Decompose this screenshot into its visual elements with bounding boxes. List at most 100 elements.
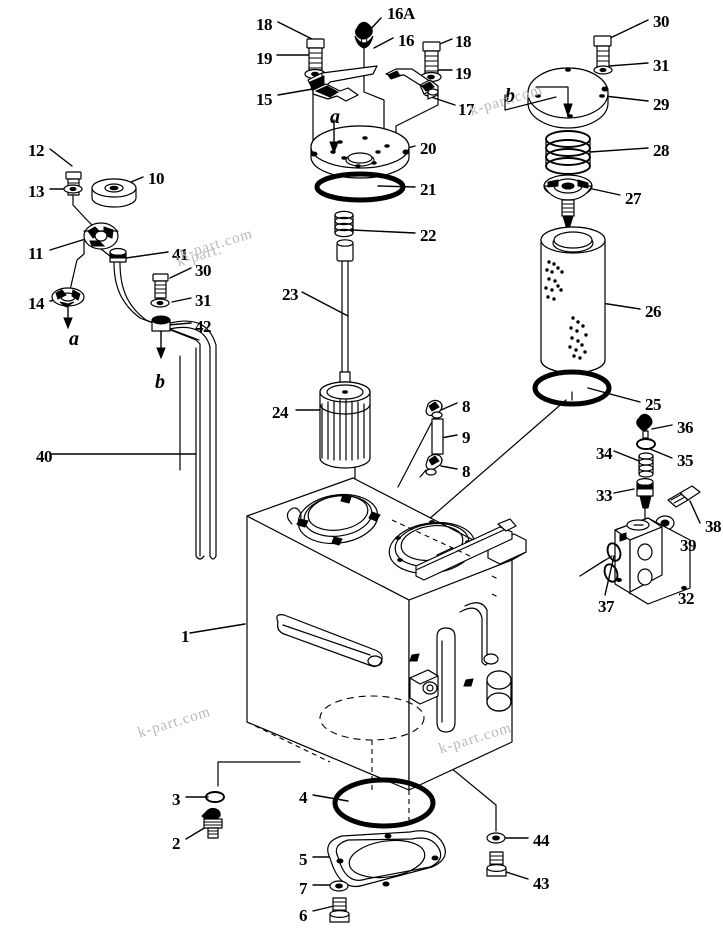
elbow-8-top bbox=[425, 399, 443, 419]
callout-bracket-17[interactable]: 17 bbox=[458, 100, 475, 119]
callout-washer-19[interactable]: 19 bbox=[256, 49, 273, 68]
callout-drain-plug-2[interactable]: 2 bbox=[172, 834, 181, 853]
bolt-30b bbox=[152, 273, 169, 299]
cover-plate-5 bbox=[327, 830, 446, 887]
cover-plate-20 bbox=[310, 125, 410, 179]
callout-bolt-18[interactable]: 18 bbox=[455, 32, 472, 51]
callout-o-ring-21[interactable]: 21 bbox=[420, 180, 437, 199]
callout-clamp-42[interactable]: 42 bbox=[195, 317, 212, 336]
washer-13 bbox=[63, 184, 83, 194]
callout-strainer-24[interactable]: 24 bbox=[272, 403, 289, 422]
callout-hose-9[interactable]: 9 bbox=[462, 428, 471, 447]
gasket-3 bbox=[205, 791, 225, 803]
right-filter-assembly bbox=[504, 35, 613, 407]
bolt-30 bbox=[593, 35, 612, 69]
bolt-38 bbox=[667, 485, 701, 508]
plug-36 bbox=[636, 413, 653, 439]
sight-gauge-front bbox=[276, 614, 383, 668]
callout-bolt-43[interactable]: 43 bbox=[533, 874, 550, 893]
callout-washer-39[interactable]: 39 bbox=[680, 536, 697, 555]
o-ring-21 bbox=[314, 171, 406, 203]
callout-cover-29[interactable]: 29 bbox=[653, 95, 670, 114]
callout-tube-40[interactable]: 40 bbox=[36, 447, 53, 466]
callout-washer-44[interactable]: 44 bbox=[533, 831, 550, 850]
o-ring-25 bbox=[532, 369, 612, 407]
callout-bolt-6[interactable]: 6 bbox=[299, 906, 308, 925]
tank-opening-left bbox=[297, 493, 381, 546]
callout-tank-1[interactable]: 1 bbox=[181, 627, 190, 646]
hose-assembly-8-9 bbox=[419, 399, 444, 478]
joint-11 bbox=[83, 222, 119, 250]
gasket-14 bbox=[51, 287, 85, 308]
bolt-43 bbox=[486, 851, 507, 877]
callout-joint-11[interactable]: 11 bbox=[28, 244, 44, 263]
o-rings-37 bbox=[603, 542, 622, 583]
bushing-10 bbox=[91, 178, 137, 208]
callout-bolt-30[interactable]: 30 bbox=[195, 261, 212, 280]
callout-bushing-10[interactable]: 10 bbox=[148, 169, 165, 188]
sight-gauge-side bbox=[436, 627, 456, 733]
bolt-6 bbox=[329, 897, 350, 923]
filter-element-26 bbox=[540, 226, 606, 374]
valve-body-32 bbox=[614, 517, 691, 605]
hose-9 bbox=[431, 418, 444, 455]
callout-valve-body-32[interactable]: 32 bbox=[678, 589, 695, 608]
cover-29 bbox=[527, 67, 609, 129]
callout-rod-23[interactable]: 23 bbox=[282, 285, 299, 304]
washer-31b bbox=[150, 298, 170, 308]
o-ring-35 bbox=[636, 438, 656, 450]
callout-knob-16[interactable]: 16 bbox=[398, 31, 415, 50]
callout-gasket-3[interactable]: 3 bbox=[172, 790, 181, 809]
callout-washer-13[interactable]: 13 bbox=[28, 182, 45, 201]
callout-o-ring-35[interactable]: 35 bbox=[677, 451, 694, 470]
callout-washer-31[interactable]: 31 bbox=[195, 291, 212, 310]
callout-washer-31[interactable]: 31 bbox=[653, 56, 670, 75]
callout-bracket-15[interactable]: 15 bbox=[256, 90, 273, 109]
callout-bolt-30[interactable]: 30 bbox=[653, 12, 670, 31]
callout-o-rings-37[interactable]: 37 bbox=[598, 597, 615, 616]
spring-34 bbox=[638, 452, 654, 478]
zone-marker-a-left: a bbox=[69, 328, 79, 350]
outlet-sleeve bbox=[486, 670, 512, 712]
callout-filter-element-26[interactable]: 26 bbox=[645, 302, 662, 321]
callout-elbow-8[interactable]: 8 bbox=[462, 462, 471, 481]
callout-bolt-18[interactable]: 18 bbox=[256, 15, 273, 34]
callout-plug-36[interactable]: 36 bbox=[677, 418, 694, 437]
poppet-33 bbox=[636, 478, 654, 509]
elbow-8-bottom bbox=[425, 453, 443, 476]
left-breather-assembly bbox=[51, 171, 217, 560]
callout-cover-plate-5[interactable]: 5 bbox=[299, 850, 308, 869]
callout-spring-34[interactable]: 34 bbox=[596, 444, 613, 463]
callout-gasket-14[interactable]: 14 bbox=[28, 294, 45, 313]
top-bracket-assembly bbox=[304, 21, 442, 203]
callout-spring-22[interactable]: 22 bbox=[420, 226, 437, 245]
callout-elbow-8[interactable]: 8 bbox=[462, 397, 471, 416]
strainer-24 bbox=[319, 381, 371, 469]
callout-cover-plate-20[interactable]: 20 bbox=[420, 139, 437, 158]
tube-40 bbox=[113, 262, 205, 560]
drain-plug-2 bbox=[201, 807, 223, 839]
washer-44 bbox=[486, 832, 506, 844]
bolt-18-right bbox=[422, 41, 441, 74]
zone-marker-b-right: b bbox=[505, 85, 515, 107]
valve-27 bbox=[543, 174, 593, 227]
callout-bolt-38[interactable]: 38 bbox=[705, 517, 722, 536]
callout-washer-7[interactable]: 7 bbox=[299, 879, 308, 898]
bottom-drain-assembly bbox=[201, 777, 507, 923]
callout-o-ring-4[interactable]: 4 bbox=[299, 788, 308, 807]
o-ring-4 bbox=[332, 777, 436, 829]
front-fitting bbox=[409, 669, 439, 705]
callout-clamp-41[interactable]: 41 bbox=[172, 245, 189, 264]
callout-spring-28[interactable]: 28 bbox=[653, 141, 670, 160]
callout-poppet-33[interactable]: 33 bbox=[596, 486, 613, 505]
callout-valve-27[interactable]: 27 bbox=[625, 189, 642, 208]
knob-cap-16A bbox=[354, 21, 374, 49]
callout-knob-cap-16A[interactable]: 16A bbox=[387, 4, 415, 23]
callout-washer-19[interactable]: 19 bbox=[455, 64, 472, 83]
return-pipe bbox=[459, 602, 499, 666]
zone-marker-a-top: a bbox=[330, 106, 340, 128]
bolt-18-left bbox=[306, 38, 325, 71]
callout-bolt-12[interactable]: 12 bbox=[28, 141, 45, 160]
callout-o-ring-25[interactable]: 25 bbox=[645, 395, 662, 414]
